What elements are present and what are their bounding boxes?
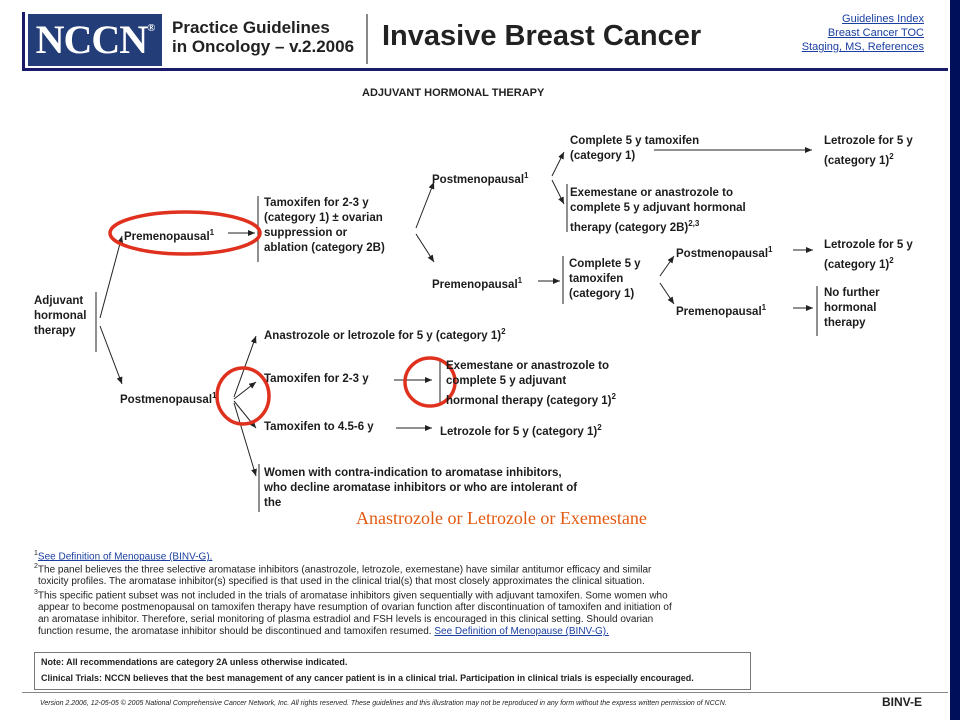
node-text: Women with contra-indication to aromatas… — [264, 467, 562, 479]
node-text: Premenopausal — [124, 230, 210, 243]
node-text: Postmenopausal — [432, 173, 525, 186]
header-links: Guidelines Index Breast Cancer TOC Stagi… — [802, 12, 924, 54]
node-letrozole-c: Letrozole for 5 y (category 1)2 — [824, 239, 913, 271]
node-no-further-therapy: No further hormonal therapy — [824, 286, 880, 331]
overlay-annotation: Anastrozole or Letrozole or Exemestane — [356, 508, 647, 528]
logo-mark: ® — [147, 22, 155, 34]
node-text: the — [264, 497, 282, 509]
node-postmenopausal-a: Postmenopausal1 — [432, 171, 529, 186]
node-text: Exemestane or anastrozole to — [446, 360, 609, 372]
nccn-logo: NCCN® — [28, 14, 162, 66]
node-text: hormonal — [824, 302, 877, 314]
node-text: Premenopausal — [676, 305, 762, 318]
node-premenopausal-b: Premenopausal1 — [432, 276, 523, 291]
guidelines-index-link[interactable]: Guidelines Index — [842, 13, 924, 25]
right-border-band — [950, 0, 960, 720]
node-complete-5y-tamoxifen: Complete 5 y tamoxifen (category 1) — [570, 134, 699, 164]
node-text: Tamoxifen for 2-3 y — [264, 373, 369, 385]
logo-text: NCCN — [35, 17, 149, 62]
footnote-2: 2The panel believes the three selective … — [34, 563, 652, 588]
menopause-definition-link-2[interactable]: See Definition of Menopause (BINV-G). — [434, 626, 609, 638]
node-postmenopausal-main: Postmenopausal1 — [120, 391, 217, 406]
node-complete-5y-b: Complete 5 y tamoxifen (category 1) — [569, 257, 641, 302]
node-tamoxifen-ovarian: Tamoxifen for 2-3 y (category 1) ± ovari… — [264, 196, 385, 256]
footnote-text: This specific patient subset was not inc… — [37, 590, 668, 602]
node-women-contraindication: Women with contra-indication to aromatas… — [264, 466, 577, 511]
node-tamoxifen-2-3y: Tamoxifen for 2-3 y — [264, 372, 369, 387]
node-text: hormonal therapy (category 1) — [446, 394, 612, 407]
node-text: Letrozole for 5 y — [824, 239, 913, 251]
premenopausal-highlight-circle — [108, 210, 262, 256]
node-text: Premenopausal — [432, 278, 518, 291]
node-text: Letrozole for 5 y — [824, 135, 913, 147]
node-premenopausal: Premenopausal1 — [124, 228, 215, 243]
node-exemestane-b: Exemestane or anastrozole to complete 5 … — [446, 360, 616, 407]
node-text: Complete 5 y — [569, 258, 641, 270]
postmenopausal-highlight-circle — [215, 366, 271, 426]
node-text: Postmenopausal — [676, 247, 769, 260]
node-text: who decline aromatase inhibitors or who … — [264, 482, 578, 494]
node-text: suppression or — [264, 227, 348, 239]
footnote-text: an aromatase inhibitor. Therefore, seria… — [38, 614, 654, 626]
node-text: tamoxifen — [569, 273, 624, 285]
node-text: (category 1) — [569, 288, 635, 300]
footnote-text: The panel believes the three selective a… — [37, 564, 652, 576]
node-text: (category 1) — [570, 150, 636, 162]
footer-rule — [22, 692, 948, 693]
node-text: therapy (category 2B) — [570, 221, 689, 234]
exemestane-highlight-circle — [403, 356, 457, 408]
node-text: Postmenopausal — [120, 393, 213, 406]
note-box: Note: All recommendations are category 2… — [34, 652, 751, 690]
practice-guidelines-label: Practice Guidelines in Oncology – v.2.20… — [172, 18, 354, 56]
node-text: Letrozole for 5 y (category 1) — [440, 425, 598, 438]
footnote-3: 3This specific patient subset was not in… — [34, 589, 672, 638]
node-text: Exemestane or anastrozole to — [570, 187, 733, 199]
node-text: therapy — [824, 317, 866, 329]
pg-line-1: Practice Guidelines — [172, 18, 330, 37]
staging-ms-references-link[interactable]: Staging, MS, References — [801, 41, 924, 53]
node-letrozole-a: Letrozole for 5 y (category 1)2 — [824, 135, 913, 167]
node-text: complete 5 y adjuvant — [446, 375, 567, 387]
node-anastrozole-letrozole: Anastrozole or letrozole for 5 y (catego… — [264, 327, 506, 342]
node-text: (category 1) ± ovarian — [264, 212, 383, 224]
node-text: Anastrozole or letrozole for 5 y (catego… — [264, 329, 502, 342]
node-text: therapy — [34, 325, 76, 337]
section-title: ADJUVANT HORMONAL THERAPY — [362, 87, 545, 99]
footnote-text: function resume, the aromatase inhibitor… — [38, 626, 432, 638]
header-rule — [22, 68, 948, 71]
node-adjuvant-hormonal-therapy: Adjuvant hormonal therapy — [34, 294, 86, 339]
node-postmenopausal-c: Postmenopausal1 — [676, 245, 773, 260]
pg-line-2: in Oncology – v.2.2006 — [172, 37, 355, 56]
node-exemestane-a: Exemestane or anastrozole to complete 5 … — [570, 187, 746, 234]
version-copyright: Version 2.2006, 12-05-05 © 2005 National… — [40, 700, 727, 707]
menopause-definition-link[interactable]: See Definition of Menopause (BINV-G). — [37, 551, 213, 563]
node-premenopausal-d: Premenopausal1 — [676, 303, 767, 318]
node-text: ablation (category 2B) — [264, 242, 385, 254]
header-rule-vertical — [22, 12, 25, 71]
footnote-text: appear to become postmenopausal on tamox… — [38, 602, 672, 614]
node-text: Adjuvant — [34, 295, 84, 307]
footnote-1: 1See Definition of Menopause (BINV-G). — [34, 550, 213, 563]
node-text: Tamoxifen to 4.5-6 y — [264, 421, 374, 433]
page-code: BINV-E — [881, 695, 922, 709]
note-line-1: Note: All recommendations are category 2… — [41, 657, 348, 667]
breast-cancer-toc-link[interactable]: Breast Cancer TOC — [827, 27, 924, 39]
node-text: Tamoxifen for 2-3 y — [264, 197, 369, 209]
footnote-text: toxicity profiles. The aromatase inhibit… — [38, 576, 645, 588]
node-text: Complete 5 y tamoxifen — [570, 135, 700, 147]
node-letrozole-5y: Letrozole for 5 y (category 1)2 — [440, 423, 602, 438]
node-tamoxifen-4-5-6y: Tamoxifen to 4.5-6 y — [264, 420, 374, 435]
node-text: (category 1) — [824, 154, 890, 167]
node-text: (category 1) — [824, 258, 890, 271]
note-line-2: Clinical Trials: NCCN believes that the … — [41, 673, 694, 683]
header-separator — [366, 14, 368, 64]
page-title: Invasive Breast Cancer — [382, 20, 702, 52]
node-text: No further — [824, 287, 880, 299]
node-text: hormonal — [34, 310, 87, 322]
node-text: complete 5 y adjuvant hormonal — [570, 202, 746, 214]
